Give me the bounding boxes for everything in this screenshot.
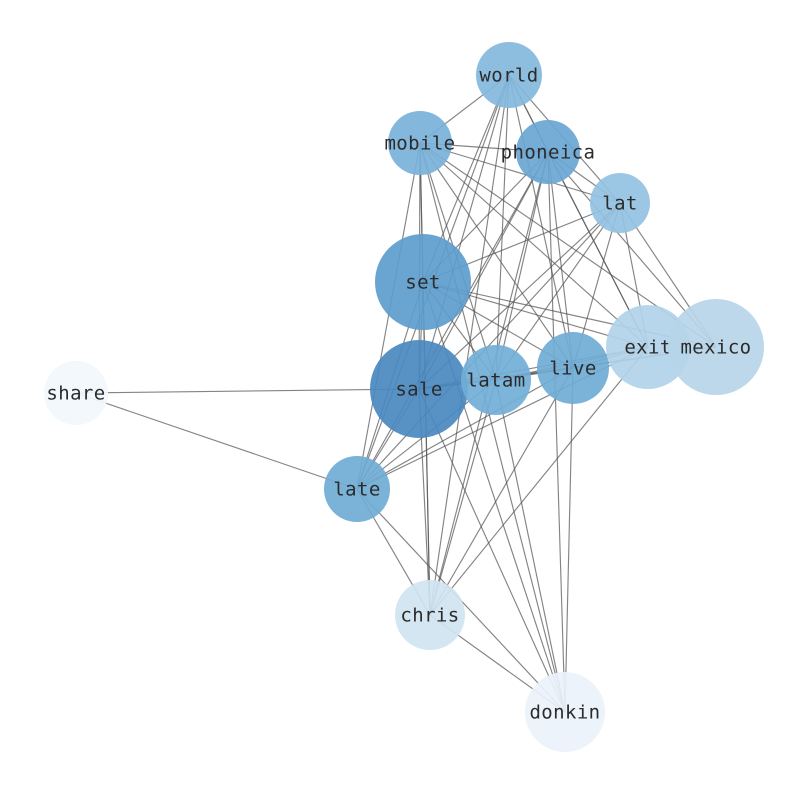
node-circle-set[interactable] xyxy=(375,234,471,330)
node-circle-chris[interactable] xyxy=(395,580,465,650)
graph-edge xyxy=(495,151,549,381)
node-circle-share[interactable] xyxy=(44,361,108,425)
graph-edge xyxy=(356,151,549,490)
node-circle-mobile[interactable] xyxy=(388,111,452,175)
graph-edge xyxy=(564,367,574,713)
graph-edge xyxy=(495,379,566,713)
graph-edge xyxy=(419,142,621,204)
graph-edge xyxy=(547,151,566,713)
graph-edge xyxy=(508,74,574,369)
graph-edge xyxy=(422,281,431,616)
graph-node-lat[interactable]: lat xyxy=(590,173,650,233)
node-circle-donkin[interactable] xyxy=(525,672,605,752)
graph-edge xyxy=(75,388,420,394)
graph-node-late[interactable]: late xyxy=(324,456,390,522)
graph-edge xyxy=(356,142,421,490)
graph-edge xyxy=(495,202,621,381)
graph-node-chris[interactable]: chris xyxy=(395,580,465,650)
graph-node-share[interactable]: share xyxy=(44,361,108,425)
graph-edge xyxy=(356,367,574,490)
graph-node-live[interactable]: live xyxy=(537,332,609,404)
node-circle-live[interactable] xyxy=(537,332,609,404)
node-circle-mexico[interactable] xyxy=(668,299,764,395)
graph-edge xyxy=(75,392,358,490)
graph-node-world[interactable]: world xyxy=(476,42,542,108)
graph-node-mexico[interactable]: mexico xyxy=(668,299,764,395)
graph-edge xyxy=(419,142,649,348)
graph-edge xyxy=(429,379,497,616)
graph-node-donkin[interactable]: donkin xyxy=(525,672,605,752)
graph-edge xyxy=(429,346,649,616)
graph-node-set[interactable]: set xyxy=(375,234,471,330)
node-circle-world[interactable] xyxy=(476,42,542,108)
graph-edge xyxy=(429,367,574,616)
graph-edge xyxy=(418,388,566,713)
graph-edge xyxy=(419,142,566,713)
node-circle-latam[interactable] xyxy=(461,345,531,415)
graph-node-latam[interactable]: latam xyxy=(461,345,531,415)
node-circle-late[interactable] xyxy=(324,456,390,522)
graph-edge xyxy=(495,74,510,381)
node-circle-exit[interactable] xyxy=(606,305,690,389)
node-circle-lat[interactable] xyxy=(590,173,650,233)
graph-edge xyxy=(418,74,510,390)
node-circle-phoneica[interactable] xyxy=(516,120,580,184)
graph-edge xyxy=(419,142,574,369)
graph-node-sale[interactable]: sale xyxy=(370,340,468,438)
graph-edge xyxy=(547,151,574,369)
node-circle-sale[interactable] xyxy=(370,340,468,438)
